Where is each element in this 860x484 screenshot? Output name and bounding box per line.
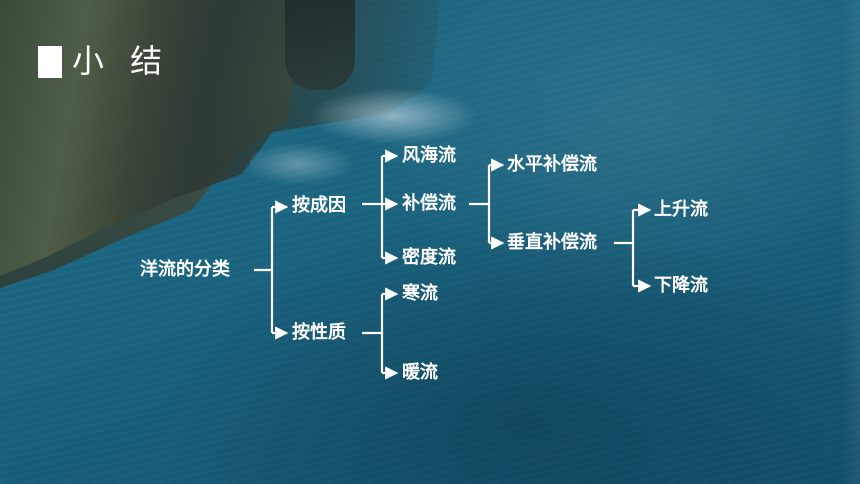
node-cold-current: 寒流 [402,283,438,304]
node-compensation-current: 补偿流 [402,193,456,214]
wave-foam [250,80,490,200]
slide-title: 小 结 [72,42,171,80]
node-wind-current: 风海流 [402,145,456,166]
node-vertical-compensation: 垂直补偿流 [507,232,597,253]
node-root: 洋流的分类 [140,259,230,280]
node-by-property: 按性质 [292,322,346,343]
node-horizontal-compensation: 水平补偿流 [507,154,597,175]
node-density-current: 密度流 [402,247,456,268]
slide-edge [842,0,860,484]
node-by-cause: 按成因 [292,195,346,216]
node-warm-current: 暖流 [402,362,438,383]
title-marker [38,46,62,78]
node-upwelling: 上升流 [654,199,708,220]
sea-cave [285,0,355,90]
node-downwelling: 下降流 [654,275,708,296]
